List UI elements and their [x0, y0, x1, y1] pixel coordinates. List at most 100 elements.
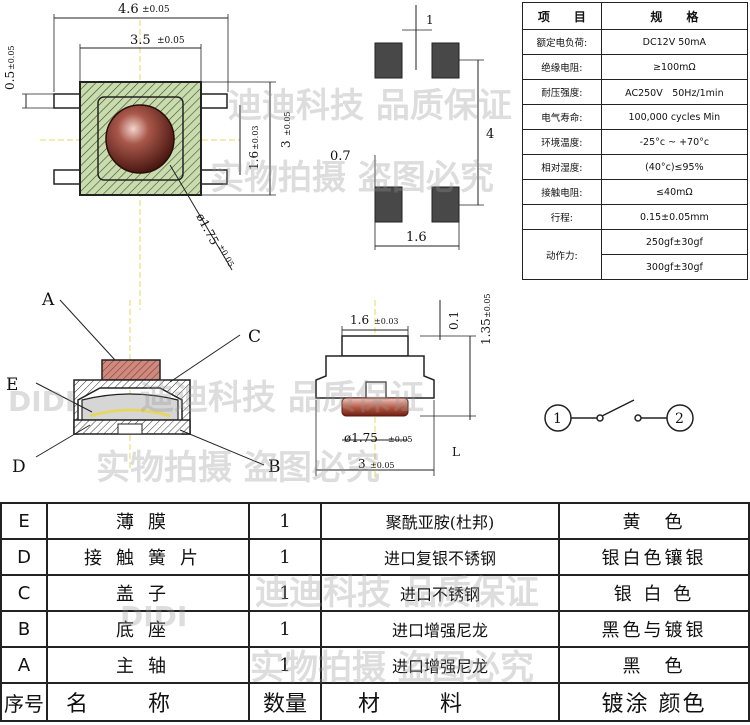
dim-4-6-tol: ±0.05: [142, 5, 170, 15]
bom-part-name: 薄膜: [46, 502, 250, 540]
side-dim-1-35: 1.35: [479, 318, 493, 345]
dim-pad-center: 0.7: [330, 149, 351, 164]
bom-material: 进口不锈钢: [320, 574, 560, 612]
terminal-2: 2: [675, 411, 684, 427]
bom-header-id: 序号: [0, 682, 48, 722]
spec-force-label: 动作力:: [522, 229, 602, 280]
callout-c: C: [248, 327, 261, 347]
bom-header-name: 名称: [46, 682, 250, 722]
spec-value: ≥100mΩ: [600, 54, 749, 80]
terminal-1: 1: [553, 411, 562, 427]
bom-header-material: 材料: [320, 682, 560, 722]
spec-label: 相对湿度:: [522, 154, 602, 180]
spec-value: AC250V 50Hz/1min: [600, 79, 749, 105]
spec-row: 接触电阻:≤40mΩ: [522, 179, 749, 205]
dim-3-5-tol: ±0.05: [157, 36, 185, 46]
side-actuator: [341, 397, 409, 417]
bom-quantity: 1: [248, 646, 322, 684]
callout-e: E: [6, 375, 18, 395]
dim-3-5: 3.5: [130, 33, 151, 48]
spec-label: 耐压强度:: [522, 79, 602, 105]
spec-label: 接触电阻:: [522, 179, 602, 205]
bom-quantity: 1: [248, 610, 322, 648]
dim-diameter: ø1.75: [193, 211, 221, 248]
bom-finish: 银 白 色: [558, 574, 750, 612]
side-dim-diameter: ø1.75: [344, 431, 378, 445]
cross-section-view: A C E D B: [6, 290, 281, 477]
bom-quantity: 1: [248, 502, 322, 540]
contact-dome: [81, 393, 179, 421]
spec-value: (40°c)≤95%: [600, 154, 749, 180]
dim-1-6-tol: ±0.03: [251, 125, 260, 150]
spec-row: 环境温度:-25°c ~ +70°c: [522, 129, 749, 155]
spec-force-value-1: 250gf±30gf: [600, 229, 749, 255]
bom-id: D: [0, 538, 48, 576]
spec-table: 项 目 规 格 额定电负荷:DC12V 50mA 绝缘电阻:≥100mΩ 耐压强…: [522, 2, 749, 280]
side-cap: [341, 335, 409, 357]
dim-pad-pitch: 4: [486, 127, 494, 142]
bom-row: E 薄膜 1 聚酰亚胺(杜邦) 黄 色: [0, 502, 750, 540]
bom-header-finish: 镀涂 颜色: [558, 682, 750, 722]
spec-row: 额定电负荷:DC12V 50mA: [522, 29, 749, 55]
bom-part-name: 盖子: [46, 574, 250, 612]
bom-material: 进口增强尼龙: [320, 610, 560, 648]
side-dim-l: L: [452, 445, 460, 459]
pin-bottom-left: [53, 169, 81, 185]
technical-drawing: 4.6 ±0.05 3.5 ±0.05 0.5 ±0.05 1.6 ±0.03 …: [3, 2, 694, 480]
bom-part-name: 底座: [46, 610, 250, 648]
side-dim-3: 3: [358, 457, 366, 471]
bom-row: C 盖子 1 进口不锈钢 银 白 色: [0, 574, 750, 612]
spec-label: 额定电负荷:: [522, 29, 602, 55]
switch-symbol: 1 2: [544, 399, 694, 432]
bom-id: B: [0, 610, 48, 648]
bom-material: 进口增强尼龙: [320, 646, 560, 684]
bom-quantity: 1: [248, 538, 322, 576]
bom-finish: 黑色与镀银: [558, 610, 750, 648]
side-dim-1-6-tol: ±0.03: [374, 317, 399, 326]
bom-finish: 黑 色: [558, 646, 750, 684]
spec-label: 电气寿命:: [522, 104, 602, 130]
side-dim-1-35-tol: ±0.05: [483, 293, 492, 318]
top-view: 4.6 ±0.05 3.5 ±0.05 0.5 ±0.05 1.6 ±0.03 …: [3, 2, 293, 310]
spec-row: 相对湿度:(40°c)≤95%: [522, 154, 749, 180]
callout-b: B: [268, 457, 281, 477]
spec-value: 100,000 cycles Min: [600, 104, 749, 130]
bom-header-qty: 数量: [248, 682, 322, 722]
film-layer: [89, 408, 171, 418]
spec-row-force: 动作力: 250gf±30gf: [522, 229, 749, 280]
dim-diameter-tol: ±0.05: [216, 243, 235, 269]
body-inner-outline: [97, 96, 184, 181]
dim-pad-gap: 1: [426, 13, 434, 27]
dim-leader-diameter: [169, 164, 233, 271]
spec-force-value-2: 300gf±30gf: [600, 254, 749, 280]
spec-row: 绝缘电阻:≥100mΩ: [522, 54, 749, 80]
pad-top-left: [374, 42, 403, 79]
side-dim-0-1: 0.1: [447, 311, 461, 330]
bom-part-name: 接触簧片: [46, 538, 250, 576]
bom-row: A 主轴 1 进口增强尼龙 黑 色: [0, 646, 750, 684]
spec-header-item: 项 目: [522, 2, 602, 30]
side-housing: [315, 355, 435, 399]
spec-row: 行程:0.15±0.05mm: [522, 204, 749, 230]
bom-finish: 黄 色: [558, 502, 750, 540]
callout-d: D: [12, 457, 26, 477]
spec-value: DC12V 50mA: [600, 29, 749, 55]
dim-3: 3: [279, 140, 293, 148]
dim-3-tol: ±0.05: [283, 111, 292, 136]
bom-header-row: 序号 名称 数量 材料 镀涂 颜色: [0, 682, 750, 722]
dim-4-6: 4.6: [118, 2, 139, 17]
pad-bottom-left: [374, 186, 403, 223]
pad-top-right: [431, 42, 460, 79]
bom-row: B 底座 1 进口增强尼龙 黑色与镀银: [0, 610, 750, 648]
spec-value: -25°c ~ +70°c: [600, 129, 749, 155]
actuator-button: [105, 104, 175, 174]
spec-row: 耐压强度:AC250V 50Hz/1min: [522, 79, 749, 105]
spec-header-value: 规 格: [600, 2, 749, 30]
bom-finish: 银白色镶银: [558, 538, 750, 576]
spec-label: 绝缘电阻:: [522, 54, 602, 80]
dim-0-5: 0.5: [3, 71, 17, 90]
side-dim-diameter-tol: ±0.05: [388, 435, 413, 444]
side-view: 1.6 ±0.03 0.1 1.35 ±0.05 ø1.75 ±0.05 3 ±…: [315, 293, 493, 480]
bom-quantity: 1: [248, 574, 322, 612]
spec-row-force-2: 300gf±30gf: [523, 254, 749, 280]
